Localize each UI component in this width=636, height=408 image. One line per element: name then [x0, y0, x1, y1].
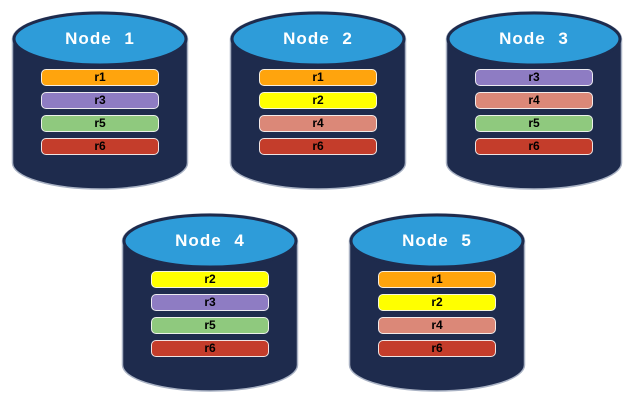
- replica-bar: r6: [151, 340, 269, 357]
- node-title: Node 4: [175, 231, 245, 250]
- cylinder-top: [122, 213, 298, 269]
- node-title: Node 2: [283, 29, 353, 48]
- replica-bar: r1: [259, 69, 377, 86]
- replica-bar: r2: [378, 294, 496, 311]
- replica-list: r1 r3 r5 r6: [11, 69, 189, 155]
- node-title: Node 1: [65, 29, 135, 48]
- replica-bar: r4: [378, 317, 496, 334]
- cylinder-top: [349, 213, 525, 269]
- node-1-cylinder: Node 1 r1 r3 r5 r6: [11, 10, 189, 192]
- cylinder-top: [446, 11, 622, 67]
- replica-list: r2 r3 r5 r6: [121, 271, 299, 357]
- cylinder-top: [12, 11, 188, 67]
- replica-bar: r5: [475, 115, 593, 132]
- replica-bar: r4: [259, 115, 377, 132]
- replica-bar: r1: [378, 271, 496, 288]
- replica-bar: r3: [41, 92, 159, 109]
- replica-bar: r1: [41, 69, 159, 86]
- node-title: Node 5: [402, 231, 472, 250]
- node-3-cylinder: Node 3 r3 r4 r5 r6: [445, 10, 623, 192]
- replica-bar: r5: [151, 317, 269, 334]
- replica-bar: r6: [475, 138, 593, 155]
- cylinder-top: [230, 11, 406, 67]
- node-4-cylinder: Node 4 r2 r3 r5 r6: [121, 212, 299, 394]
- replica-bar: r3: [475, 69, 593, 86]
- replica-bar: r4: [475, 92, 593, 109]
- replica-bar: r2: [259, 92, 377, 109]
- replica-list: r3 r4 r5 r6: [445, 69, 623, 155]
- replica-bar: r6: [41, 138, 159, 155]
- replica-bar: r6: [378, 340, 496, 357]
- node-2-cylinder: Node 2 r1 r2 r4 r6: [229, 10, 407, 192]
- replica-bar: r2: [151, 271, 269, 288]
- replica-bar: r5: [41, 115, 159, 132]
- replica-bar: r3: [151, 294, 269, 311]
- replica-bar: r6: [259, 138, 377, 155]
- node-5-cylinder: Node 5 r1 r2 r4 r6: [348, 212, 526, 394]
- node-title: Node 3: [499, 29, 569, 48]
- replica-list: r1 r2 r4 r6: [229, 69, 407, 155]
- replica-list: r1 r2 r4 r6: [348, 271, 526, 357]
